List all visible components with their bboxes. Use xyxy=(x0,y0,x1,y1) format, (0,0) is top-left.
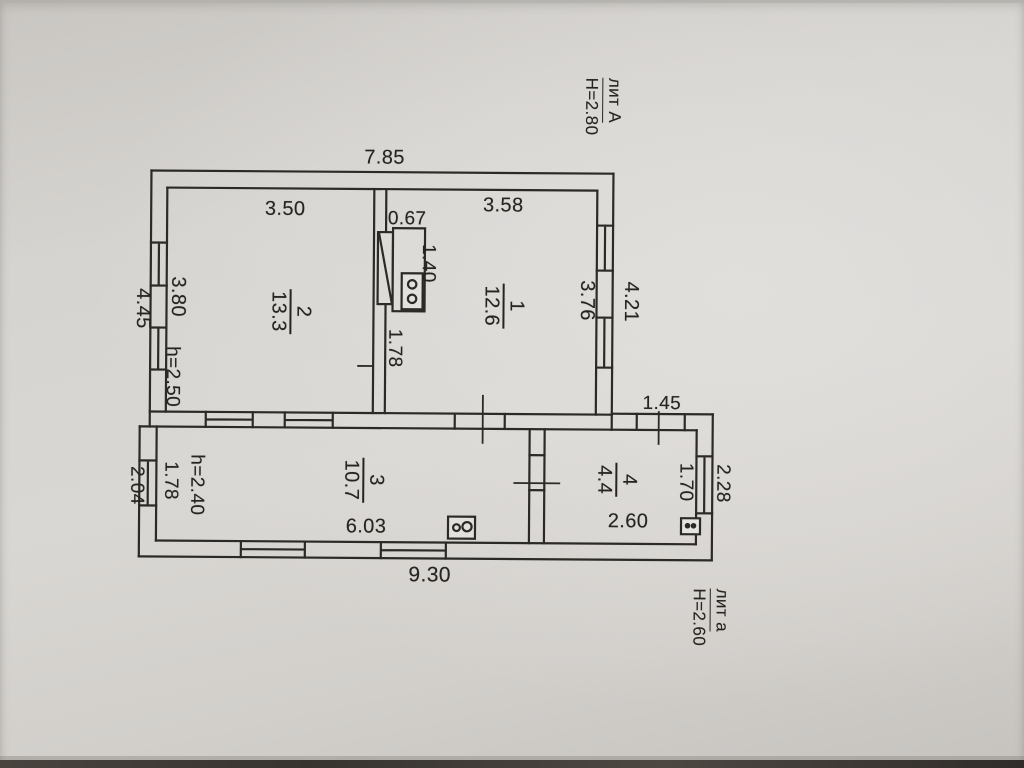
building-height: Н=2.80 xyxy=(581,77,602,136)
flue-diagonal xyxy=(377,231,393,304)
annex-bottom-window xyxy=(239,540,447,560)
room3-area: 10.7 xyxy=(340,459,363,501)
stove-unit xyxy=(376,227,427,313)
annex-left-window xyxy=(138,459,158,507)
dim-bottom-width: 9.30 xyxy=(408,563,451,587)
annex-height: Н=2.60 xyxy=(689,588,709,647)
dim-room2-ceiling: h=2.50 xyxy=(161,346,184,408)
room3-label: 3 10.7 xyxy=(340,457,388,503)
dim-room1-width: 3.58 xyxy=(482,194,524,217)
room4-label: 4 4.4 xyxy=(593,462,641,497)
scan-bottom-shadow xyxy=(0,756,1024,760)
door-opening-room3-room4 xyxy=(513,454,561,492)
dim-room4-right-exterior: 2.28 xyxy=(712,464,734,503)
middle-wall xyxy=(138,410,613,431)
top-wall xyxy=(150,169,615,192)
annex-left-wall xyxy=(137,425,158,558)
dim-room1-depth: 3.76 xyxy=(575,280,599,321)
dim-room4-depth: 1.70 xyxy=(675,462,697,502)
main-building-walls xyxy=(138,169,615,444)
room4-top-wall xyxy=(610,412,714,432)
dim-room2-width: 3.50 xyxy=(264,197,306,221)
annex-walls xyxy=(137,411,714,562)
fraction-bar xyxy=(362,457,365,503)
annex-bottom-wall xyxy=(137,539,713,562)
room4-right-window xyxy=(694,455,714,515)
right-wall xyxy=(594,172,615,431)
building-litera: лит А xyxy=(601,77,626,124)
room4-area: 4.4 xyxy=(593,465,616,495)
dim-left-exterior: 4.45 xyxy=(131,288,155,329)
dim-room4-width: 2.60 xyxy=(607,510,649,533)
room1-number: 1 xyxy=(505,300,528,312)
room1-label: 1 12.6 xyxy=(480,283,528,329)
dim-right-exterior: 4.21 xyxy=(619,281,643,323)
door-opening-room1-room3 xyxy=(453,394,506,444)
meter-dot-icon xyxy=(690,522,697,529)
scan-bottom-edge xyxy=(0,760,1024,768)
fraction-bar xyxy=(615,462,618,497)
room2-area: 13.3 xyxy=(267,291,290,332)
fixture-ring-icon xyxy=(461,520,473,533)
room4-meter-fixture xyxy=(679,517,702,536)
dim-room4-top: 1.45 xyxy=(642,392,682,415)
room2-number: 2 xyxy=(292,305,315,318)
fraction-bar xyxy=(502,283,505,329)
building-litera-block: лит А Н=2.80 xyxy=(580,77,626,136)
meter-dot-icon xyxy=(684,522,691,529)
room3-stove-fixture xyxy=(446,515,477,540)
scan-top-edge xyxy=(0,0,1024,3)
dim-stove-length: 1.40 xyxy=(417,244,439,283)
room4-top-opening xyxy=(635,411,686,445)
burner-icon xyxy=(406,293,418,305)
dim-room2-depth: 3.80 xyxy=(166,276,190,318)
room3-room4-divider xyxy=(527,428,546,545)
dim-stove-width: 0.67 xyxy=(387,208,427,230)
dim-top-width: 7.85 xyxy=(364,146,405,169)
meter-body xyxy=(679,517,702,536)
room1-area: 12.6 xyxy=(480,285,503,327)
annex-litera-block: лит а Н=2.60 xyxy=(688,588,733,646)
room2-label: 2 13.3 xyxy=(267,289,315,334)
right-wall-window xyxy=(595,224,615,369)
room3-number: 3 xyxy=(365,474,388,486)
annex-litera: лит а xyxy=(709,588,733,633)
dim-stove-offset: 1.78 xyxy=(384,328,406,368)
dim-room3-width: 6.03 xyxy=(345,515,387,538)
fixture-ring-icon xyxy=(451,523,461,533)
middle-wall-window xyxy=(204,410,334,429)
stove-burner-panel xyxy=(400,272,424,311)
left-wall-window xyxy=(148,241,169,371)
dim-room3-ceiling: h=2.40 xyxy=(186,454,208,516)
burner-icon xyxy=(406,279,418,290)
room4-number: 4 xyxy=(618,473,641,486)
dim-annex-left-exterior: 2.04 xyxy=(126,466,148,505)
dim-room3-wall: 1.78 xyxy=(160,461,182,500)
fraction-bar xyxy=(289,289,292,334)
left-wall xyxy=(148,169,169,428)
